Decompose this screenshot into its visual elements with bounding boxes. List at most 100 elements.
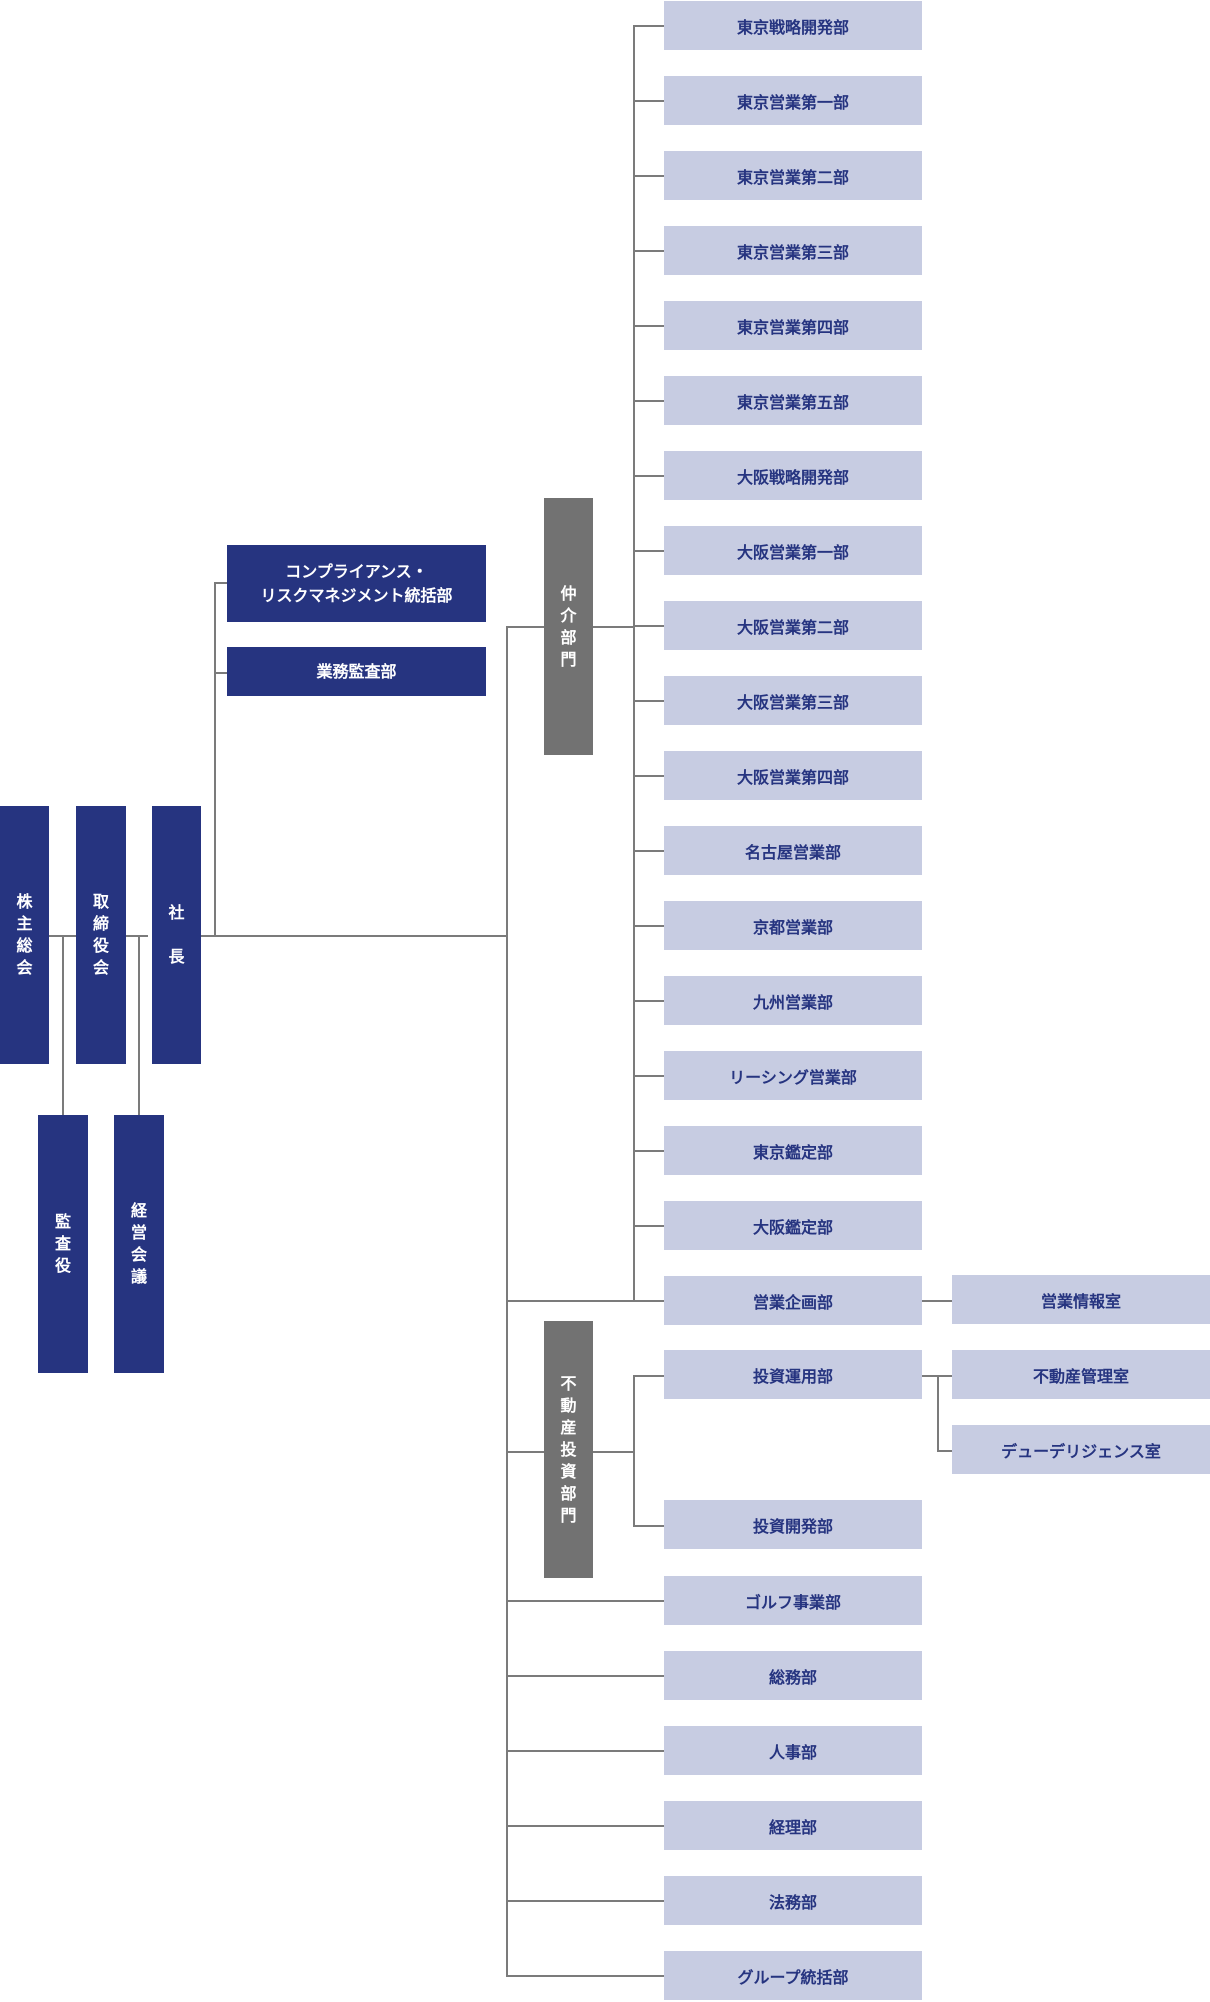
corporate-dept-box: 人事部 xyxy=(664,1726,922,1775)
brokerage-dept-box: 九州営業部 xyxy=(664,976,922,1025)
due-diligence-office-box: デューデリジェンス室 xyxy=(952,1425,1210,1474)
due-diligence-office-label: デューデリジェンス室 xyxy=(1001,1441,1161,1461)
management-council-label: 経営会議 xyxy=(130,1201,147,1286)
corporate-dept-label: ゴルフ事業部 xyxy=(744,1592,841,1612)
brokerage-dept-label: 東京営業第一部 xyxy=(736,92,849,112)
connector-line xyxy=(506,1900,664,1902)
management-council-box: 経営会議 xyxy=(114,1115,164,1373)
property-management-office-box: 不動産管理室 xyxy=(952,1350,1210,1399)
connector-line xyxy=(633,25,664,27)
connector-line xyxy=(633,400,664,402)
brokerage-dept-label: 大阪営業第二部 xyxy=(736,617,849,637)
connector-line xyxy=(506,1750,664,1752)
brokerage-dept-box: 東京営業第二部 xyxy=(664,151,922,200)
connector-line xyxy=(633,625,664,627)
corporate-dept-box: ゴルフ事業部 xyxy=(664,1576,922,1625)
connector-line xyxy=(922,1300,952,1302)
connector-line xyxy=(214,672,227,674)
connector-line xyxy=(937,1375,939,1451)
connector-line xyxy=(633,475,664,477)
brokerage-dept-label: 東京鑑定部 xyxy=(752,1142,833,1162)
corporate-dept-label: 法務部 xyxy=(768,1892,817,1912)
corporate-dept-box: 法務部 xyxy=(664,1876,922,1925)
connector-line xyxy=(506,626,544,628)
connector-line xyxy=(633,1300,664,1302)
connector-line xyxy=(201,935,508,937)
brokerage-dept-label: 東京営業第五部 xyxy=(736,392,849,412)
connector-line xyxy=(633,925,664,927)
connector-line xyxy=(633,26,635,1301)
brokerage-dept-label: 大阪営業第四部 xyxy=(736,767,849,787)
connector-line xyxy=(633,1375,635,1527)
connector-line xyxy=(937,1450,952,1452)
brokerage-dept-box: 東京営業第三部 xyxy=(664,226,922,275)
connector-line xyxy=(506,1600,664,1602)
investment-development-dept-box: 投資開発部 xyxy=(664,1500,922,1549)
brokerage-dept-box: 大阪戦略開発部 xyxy=(664,451,922,500)
brokerage-dept-label: 大阪営業第三部 xyxy=(736,692,849,712)
brokerage-dept-box: リーシング営業部 xyxy=(664,1051,922,1100)
compliance-label: コンプライアンス・ リスクマネジメント統括部 xyxy=(260,561,453,605)
shareholders-meeting-label: 株主総会 xyxy=(16,892,33,977)
board-of-directors-box: 取締役会 xyxy=(76,806,126,1064)
corporate-dept-box: 総務部 xyxy=(664,1651,922,1700)
connector-line xyxy=(633,775,664,777)
investment-division-box: 不動産投資部門 xyxy=(544,1321,593,1578)
brokerage-dept-box: 東京営業第四部 xyxy=(664,301,922,350)
president-box: 社長 xyxy=(152,806,201,1064)
brokerage-dept-label: 九州営業部 xyxy=(752,992,833,1012)
connector-line xyxy=(633,250,664,252)
corporate-dept-box: 経理部 xyxy=(664,1801,922,1850)
brokerage-dept-box: 大阪営業第四部 xyxy=(664,751,922,800)
internal-audit-box: 業務監査部 xyxy=(227,647,486,696)
connector-line xyxy=(138,936,140,1116)
brokerage-dept-box: 大阪営業第二部 xyxy=(664,601,922,650)
property-management-office-label: 不動産管理室 xyxy=(1032,1366,1129,1386)
connector-line xyxy=(633,1225,664,1227)
brokerage-dept-label: 東京営業第二部 xyxy=(736,167,849,187)
corporate-dept-label: 経理部 xyxy=(768,1817,817,1837)
connector-line xyxy=(506,1451,544,1453)
connector-line xyxy=(633,175,664,177)
connector-line xyxy=(633,1525,664,1527)
compliance-box: コンプライアンス・ リスクマネジメント統括部 xyxy=(227,545,486,622)
brokerage-dept-box: 東京鑑定部 xyxy=(664,1126,922,1175)
sales-info-office-label: 営業情報室 xyxy=(1040,1291,1121,1311)
brokerage-dept-box: 大阪営業第三部 xyxy=(664,676,922,725)
connector-line xyxy=(633,700,664,702)
brokerage-dept-box: 東京営業第五部 xyxy=(664,376,922,425)
corporate-dept-label: 人事部 xyxy=(768,1742,817,1762)
connector-line xyxy=(214,582,227,584)
brokerage-division-label: 仲介部門 xyxy=(560,583,577,669)
connector-line xyxy=(506,1675,664,1677)
connector-line xyxy=(593,626,635,628)
investment-development-dept-label: 投資開発部 xyxy=(752,1516,833,1536)
shareholders-meeting-box: 株主総会 xyxy=(0,806,49,1064)
president-label: 社長 xyxy=(168,903,185,966)
brokerage-dept-box: 京都営業部 xyxy=(664,901,922,950)
brokerage-dept-label: 大阪戦略開発部 xyxy=(736,467,849,487)
connector-line xyxy=(633,1150,664,1152)
connector-line xyxy=(633,850,664,852)
brokerage-dept-label: 大阪鑑定部 xyxy=(752,1217,833,1237)
connector-line xyxy=(633,1075,664,1077)
brokerage-dept-label: 営業企画部 xyxy=(752,1292,833,1312)
connector-line xyxy=(214,582,216,936)
brokerage-dept-label: 東京戦略開発部 xyxy=(736,17,849,37)
brokerage-dept-box: 大阪鑑定部 xyxy=(664,1201,922,1250)
brokerage-dept-box: 大阪営業第一部 xyxy=(664,526,922,575)
investment-division-label: 不動産投資部門 xyxy=(560,1373,577,1525)
brokerage-dept-box: 東京営業第一部 xyxy=(664,76,922,125)
brokerage-dept-box: 営業企画部 xyxy=(664,1276,922,1325)
brokerage-dept-label: 京都営業部 xyxy=(752,917,833,937)
connector-line xyxy=(633,325,664,327)
brokerage-dept-label: 東京営業第三部 xyxy=(736,242,849,262)
auditor-box: 監査役 xyxy=(38,1115,88,1373)
brokerage-dept-label: 大阪営業第一部 xyxy=(736,542,849,562)
connector-line xyxy=(506,1825,664,1827)
brokerage-dept-box: 東京戦略開発部 xyxy=(664,1,922,50)
internal-audit-label: 業務監査部 xyxy=(316,661,397,681)
board-of-directors-label: 取締役会 xyxy=(92,892,109,977)
asset-management-dept-label: 投資運用部 xyxy=(752,1366,833,1386)
